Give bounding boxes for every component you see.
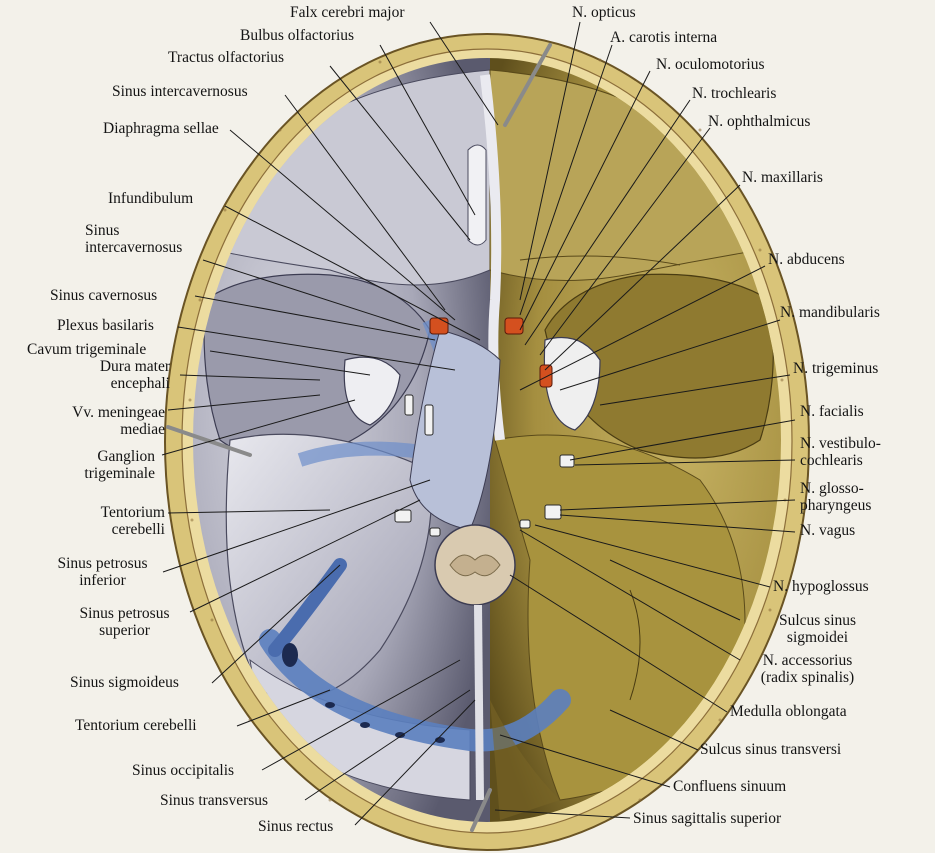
sinus-transversus-shape [259, 629, 571, 752]
sinus-lumen-holes [282, 643, 445, 743]
occipital-crest [474, 604, 484, 801]
carotid-left [429, 317, 449, 335]
trigeminal-right-shape [543, 336, 601, 431]
bone-fissure [629, 589, 641, 701]
probe-left [166, 425, 252, 457]
bone-fissure-2 [519, 255, 681, 266]
olfactory-bulb-shape [467, 144, 487, 246]
carotid-right [504, 317, 524, 335]
medulla-pattern [449, 554, 501, 577]
trigeminal-left-shape [343, 356, 401, 426]
probe-bottom [470, 788, 492, 832]
nerve-stubs [394, 394, 575, 537]
carotid-right-lower [539, 364, 553, 388]
probe-top [503, 43, 552, 127]
sinus-sigmoideus-shape [268, 558, 347, 657]
leader-lines [161, 21, 796, 826]
posterior-midline-bone [490, 700, 560, 820]
